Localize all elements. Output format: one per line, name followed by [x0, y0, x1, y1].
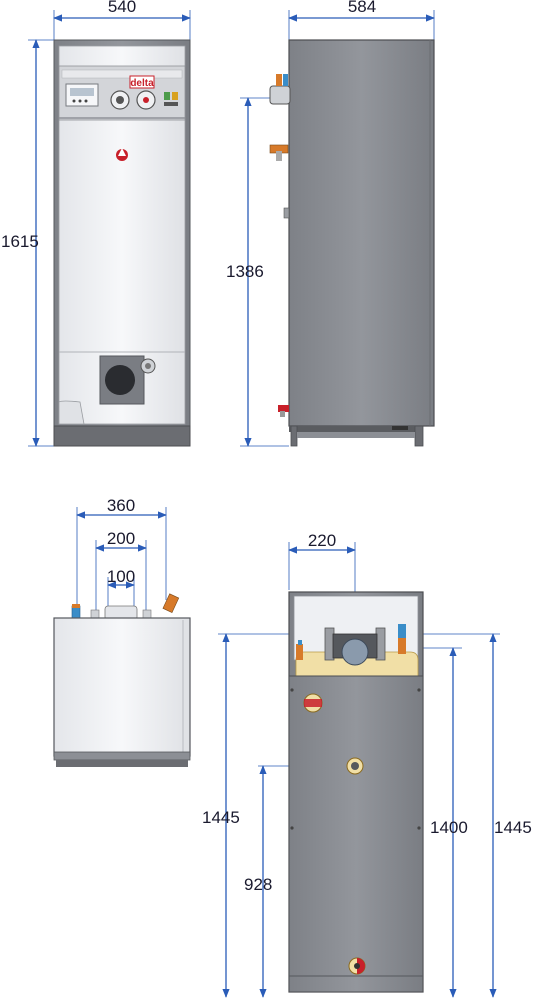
drain-valve-icon: [278, 405, 289, 417]
burner-port-icon: [105, 365, 135, 395]
rear-lower-height-label: 928: [244, 875, 272, 894]
flue-connector-icon: [269, 74, 291, 105]
top-mid-label: 200: [107, 529, 135, 548]
side-width-label: 584: [348, 0, 376, 16]
side-view: 584 1386: [226, 0, 435, 447]
rear-view: 220 1445 928 1400 1445: [202, 531, 532, 998]
flame-emblem-icon: [116, 148, 128, 161]
right-valve-icon: [398, 624, 406, 638]
middle-connection-icon: [346, 757, 364, 775]
svg-text:delta: delta: [130, 78, 154, 89]
side-cabinet: [288, 39, 435, 427]
front-base: [53, 425, 191, 447]
bottom-drain-icon: [348, 957, 366, 975]
rear-top-offset-label: 220: [308, 531, 336, 550]
gas-inlet-icon: [162, 593, 180, 613]
front-height-label: 1615: [1, 232, 39, 251]
front-view: 540 1615 delta: [1, 0, 191, 447]
rear-left-height-label: 1445: [202, 808, 240, 827]
reset-switch-icon: [172, 92, 178, 100]
top-cabinet: [53, 617, 191, 757]
power-switch-icon: [164, 92, 170, 100]
rear-right-height-label: 1445: [494, 818, 532, 837]
side-height-label: 1386: [226, 262, 264, 281]
top-inner-label: 100: [107, 567, 135, 586]
rear-mid-height-label: 1400: [430, 818, 468, 837]
left-valve-icon: [296, 644, 303, 660]
top-outer-label: 360: [107, 496, 135, 515]
flue-pipe-icon: [341, 638, 369, 666]
front-width-label: 540: [108, 0, 136, 16]
brand-logo: delta: [129, 75, 155, 89]
top-view: 360 200 100: [53, 496, 191, 767]
gas-valve-icon: [269, 144, 289, 161]
upper-connection-icon: [303, 693, 323, 713]
